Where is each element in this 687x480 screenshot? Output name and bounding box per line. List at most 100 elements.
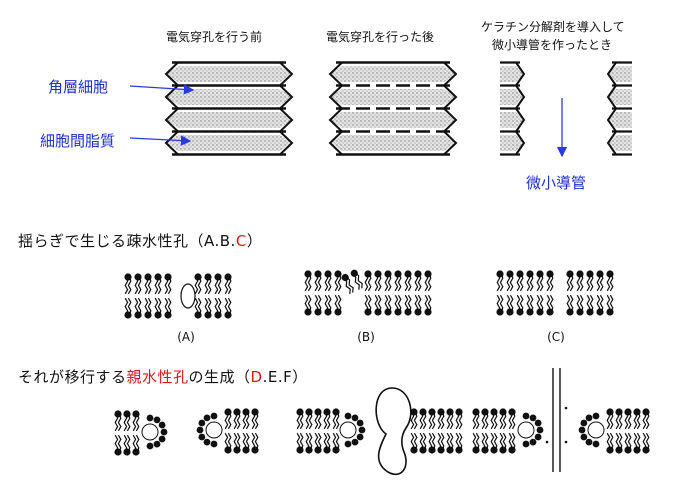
lipid-tail bbox=[147, 297, 152, 316]
lipid-tail bbox=[413, 432, 418, 451]
stratum-edge bbox=[443, 61, 458, 156]
lipid-tail bbox=[227, 276, 232, 295]
lipid-tail bbox=[314, 273, 319, 292]
lipid-tail bbox=[335, 411, 340, 430]
lipid-tail bbox=[147, 276, 152, 295]
lipid-tail bbox=[549, 294, 554, 313]
corneocyte-band bbox=[500, 89, 524, 105]
lipid-tail bbox=[114, 434, 119, 453]
lipid-tail bbox=[245, 411, 250, 430]
label-intercellular-lipid: 細胞間脂質 bbox=[40, 132, 116, 150]
lipid-tail bbox=[589, 273, 594, 292]
title-middle: の生成（ bbox=[188, 368, 251, 386]
lipid-curl bbox=[141, 423, 159, 441]
lipid-tail bbox=[217, 276, 222, 295]
lipid-tail bbox=[499, 294, 504, 313]
lipid-tail bbox=[254, 411, 259, 430]
corneocyte-band bbox=[330, 135, 456, 151]
lipid-tail bbox=[305, 411, 310, 430]
lipid-head bbox=[522, 440, 530, 448]
lipid-tail bbox=[204, 297, 209, 316]
lipid-tail bbox=[606, 411, 611, 430]
lipid-tail bbox=[526, 294, 531, 313]
lipid-tail bbox=[387, 294, 392, 313]
lipid-head bbox=[585, 438, 593, 446]
lipid-tail bbox=[326, 411, 331, 430]
lipid-tail bbox=[132, 434, 137, 453]
lipid-tail bbox=[449, 411, 454, 430]
lipid-tail bbox=[227, 432, 232, 451]
lipid-tail bbox=[404, 273, 409, 292]
lipid-tail bbox=[337, 294, 342, 313]
lipid-tail bbox=[586, 273, 591, 292]
lipid-tail bbox=[511, 411, 516, 430]
bilayer-a bbox=[124, 273, 232, 319]
corneocyte-band bbox=[500, 112, 524, 128]
lipid-tail bbox=[502, 411, 507, 430]
lipid-tail bbox=[214, 297, 219, 316]
lipid-head bbox=[529, 438, 537, 446]
lipid-tail bbox=[407, 273, 412, 292]
lipid-tail bbox=[642, 432, 647, 451]
corneocyte-arrow bbox=[129, 84, 195, 95]
lipid-tail bbox=[413, 411, 418, 430]
lipid-tail bbox=[417, 294, 422, 313]
ion-dot bbox=[564, 440, 568, 444]
lipid-head bbox=[351, 438, 359, 446]
lipid-tail bbox=[428, 411, 433, 430]
lipid-tail bbox=[364, 273, 369, 292]
lipid-tail bbox=[596, 273, 601, 292]
lipid-tail bbox=[618, 432, 623, 451]
lipid-tail bbox=[233, 411, 238, 430]
lipid-tail bbox=[509, 294, 514, 313]
lipid-tail bbox=[335, 432, 340, 451]
lipid-tail bbox=[599, 273, 604, 292]
lipid-head bbox=[341, 273, 349, 282]
lipid-tail bbox=[317, 411, 322, 430]
lipid-tail bbox=[227, 297, 232, 316]
lipid-tail bbox=[304, 273, 309, 292]
lipid-tail bbox=[586, 294, 591, 313]
title-highlight: D bbox=[250, 368, 263, 386]
lipid-tail bbox=[618, 411, 623, 430]
lipid-tail bbox=[167, 297, 172, 316]
lipid-tail bbox=[254, 432, 259, 451]
lipid-tail bbox=[422, 432, 427, 451]
lipid-tail bbox=[455, 411, 460, 430]
lipid-tail bbox=[134, 276, 139, 295]
lipid-tail bbox=[317, 294, 322, 313]
lipid-tail bbox=[440, 411, 445, 430]
lipid-head bbox=[580, 433, 588, 441]
corneocyte-band bbox=[166, 112, 292, 128]
lipid-tail bbox=[599, 294, 604, 313]
lipid-tail bbox=[410, 411, 415, 430]
lipid-head bbox=[153, 440, 161, 448]
lipid-tail bbox=[164, 297, 169, 316]
lipid-head bbox=[196, 426, 204, 434]
lipid-tail bbox=[536, 294, 541, 313]
lipid-tail bbox=[137, 297, 142, 316]
lipid-tail bbox=[377, 273, 382, 292]
lipid-tail bbox=[299, 432, 304, 451]
title-highlight: C bbox=[235, 232, 247, 250]
lipid-tail bbox=[636, 411, 641, 430]
lipid-tail bbox=[367, 273, 372, 292]
lipid-tail bbox=[419, 411, 424, 430]
lipid-tail bbox=[506, 273, 511, 292]
lipid-tail bbox=[431, 432, 436, 451]
lipid-tail bbox=[424, 294, 429, 313]
lipid-tail bbox=[627, 432, 632, 451]
caption-after: 電気穿孔を行った後 bbox=[326, 30, 435, 44]
lipid-tail bbox=[134, 297, 139, 316]
caption-keratin-2: 微小導管を作ったとき bbox=[492, 38, 613, 52]
stratum-edge bbox=[515, 61, 526, 156]
lipid-tail bbox=[126, 434, 131, 453]
lipid-tail bbox=[636, 432, 641, 451]
lipid-head bbox=[198, 433, 206, 441]
ion-dot bbox=[545, 440, 549, 444]
lipid-tail bbox=[126, 413, 131, 432]
lipid-tail bbox=[397, 294, 402, 313]
lipid-tail bbox=[615, 432, 620, 451]
lipid-tail bbox=[633, 432, 638, 451]
lipid-tail bbox=[157, 276, 162, 295]
